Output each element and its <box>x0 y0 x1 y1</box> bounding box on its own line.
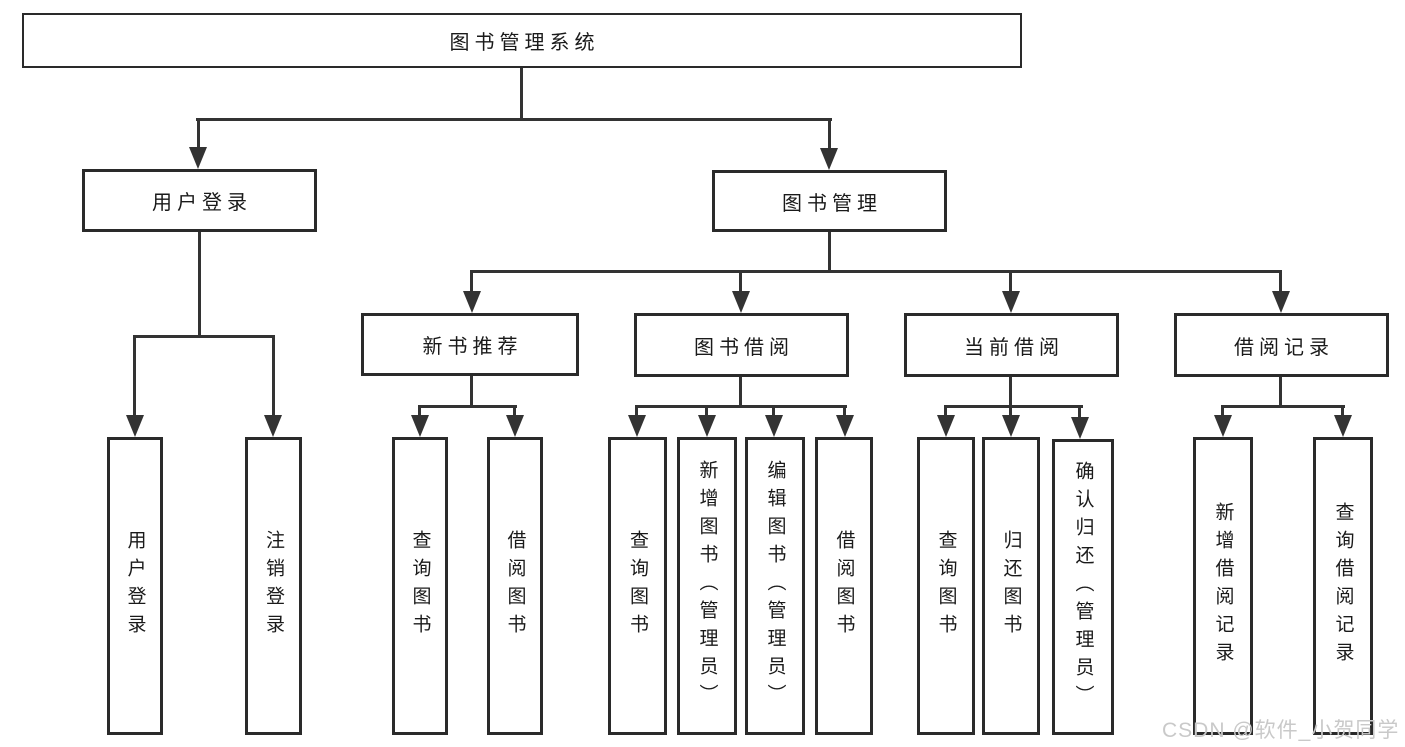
node-borrowing-records: 借阅记录 <box>1174 313 1389 377</box>
node-user-login: 用户登录 <box>82 169 317 232</box>
node-label: 图书管理 <box>782 192 882 215</box>
connector-line <box>1078 405 1081 417</box>
leaf-user-login: 用户登录 <box>107 437 163 735</box>
leaf-logout-login: 注销登录 <box>245 437 302 735</box>
connector-line <box>197 118 200 150</box>
node-label: 图书管理系统 <box>449 32 600 54</box>
node-label: 用户登录 <box>152 192 252 214</box>
arrow-down-icon <box>189 147 207 169</box>
node-label: 编辑图书（管理员） <box>764 460 786 712</box>
arrow-down-icon <box>698 415 716 437</box>
connector-line <box>772 405 775 417</box>
connector-line <box>470 270 473 293</box>
node-label: 查询图书 <box>409 530 431 642</box>
node-current-borrowing: 当前借阅 <box>904 313 1119 377</box>
leaf-query-books-current: 查询图书 <box>917 437 975 735</box>
connector-line <box>272 335 275 417</box>
connector-line <box>705 405 708 417</box>
arrow-down-icon <box>937 415 955 437</box>
arrow-down-icon <box>264 415 282 437</box>
node-label: 借阅图书 <box>833 530 855 642</box>
leaf-borrow-books-recommend: 借阅图书 <box>487 437 543 735</box>
connector-line <box>1341 405 1344 417</box>
node-book-management: 图书管理 <box>712 170 947 232</box>
leaf-return-books: 归还图书 <box>982 437 1040 735</box>
leaf-edit-books-admin: 编辑图书（管理员） <box>745 437 805 735</box>
node-label: 借阅记录 <box>1234 336 1334 359</box>
connector-line <box>1009 377 1012 405</box>
node-label: 查询图书 <box>627 530 648 642</box>
connector-line <box>1279 270 1282 293</box>
arrow-down-icon <box>1002 291 1020 313</box>
connector-line <box>1221 405 1345 408</box>
connector-line <box>944 405 947 417</box>
node-label: 新增图书（管理员） <box>696 460 718 712</box>
arrow-down-icon <box>126 415 144 437</box>
connector-line <box>944 405 1083 408</box>
node-label: 查询借阅记录 <box>1332 502 1354 670</box>
connector-line <box>470 376 473 405</box>
arrow-down-icon <box>820 148 838 170</box>
connector-line <box>828 232 831 270</box>
arrow-down-icon <box>463 291 481 313</box>
leaf-query-books-recommend: 查询图书 <box>392 437 448 735</box>
node-label: 确认归还（管理员） <box>1072 461 1094 713</box>
leaf-borrow-books-borrowing: 借阅图书 <box>815 437 873 735</box>
connector-line <box>133 335 136 417</box>
arrow-down-icon <box>732 291 750 313</box>
node-library-management-system: 图书管理系统 <box>22 13 1022 68</box>
connector-line <box>739 377 742 405</box>
arrow-down-icon <box>1334 415 1352 437</box>
connector-line <box>520 68 523 118</box>
connector-line <box>1009 405 1012 417</box>
connector-line <box>1221 405 1224 417</box>
connector-line <box>133 335 275 338</box>
node-label: 借阅图书 <box>504 530 526 642</box>
connector-line <box>739 270 742 293</box>
arrow-down-icon <box>628 415 646 437</box>
csdn-watermark: CSDN @软件_小贺同学 <box>1162 719 1400 742</box>
connector-line <box>635 405 847 408</box>
node-book-borrowing: 图书借阅 <box>634 313 849 377</box>
connector-line <box>1009 270 1012 293</box>
leaf-confirm-return-admin: 确认归还（管理员） <box>1052 439 1114 735</box>
connector-line <box>198 232 201 335</box>
leaf-add-books-admin: 新增图书（管理员） <box>677 437 737 735</box>
node-label: 当前借阅 <box>964 336 1064 359</box>
node-label: 用户登录 <box>124 530 146 642</box>
connector-line <box>635 405 638 417</box>
node-label: 新增借阅记录 <box>1212 502 1234 670</box>
node-label: 查询图书 <box>935 530 957 642</box>
arrow-down-icon <box>506 415 524 437</box>
connector-line <box>470 270 1282 273</box>
connector-line <box>196 118 832 121</box>
leaf-query-books-borrowing: 查询图书 <box>608 437 667 735</box>
arrow-down-icon <box>411 415 429 437</box>
connector-line <box>843 405 846 417</box>
arrow-down-icon <box>1214 415 1232 437</box>
node-label: 图书借阅 <box>694 336 794 359</box>
node-label: 归还图书 <box>1000 530 1022 642</box>
leaf-query-borrow-record: 查询借阅记录 <box>1313 437 1373 735</box>
arrow-down-icon <box>1071 417 1089 439</box>
arrow-down-icon <box>836 415 854 437</box>
connector-line <box>513 405 516 417</box>
leaf-add-borrow-record: 新增借阅记录 <box>1193 437 1253 735</box>
connector-line <box>418 405 421 417</box>
connector-line <box>1279 377 1282 405</box>
arrow-down-icon <box>765 415 783 437</box>
connector-line <box>418 405 517 408</box>
node-label: 新书推荐 <box>422 336 523 358</box>
arrow-down-icon <box>1272 291 1290 313</box>
node-label: 注销登录 <box>263 530 284 642</box>
node-new-book-recommend: 新书推荐 <box>361 313 579 376</box>
arrow-down-icon <box>1002 415 1020 437</box>
connector-line <box>828 118 831 151</box>
